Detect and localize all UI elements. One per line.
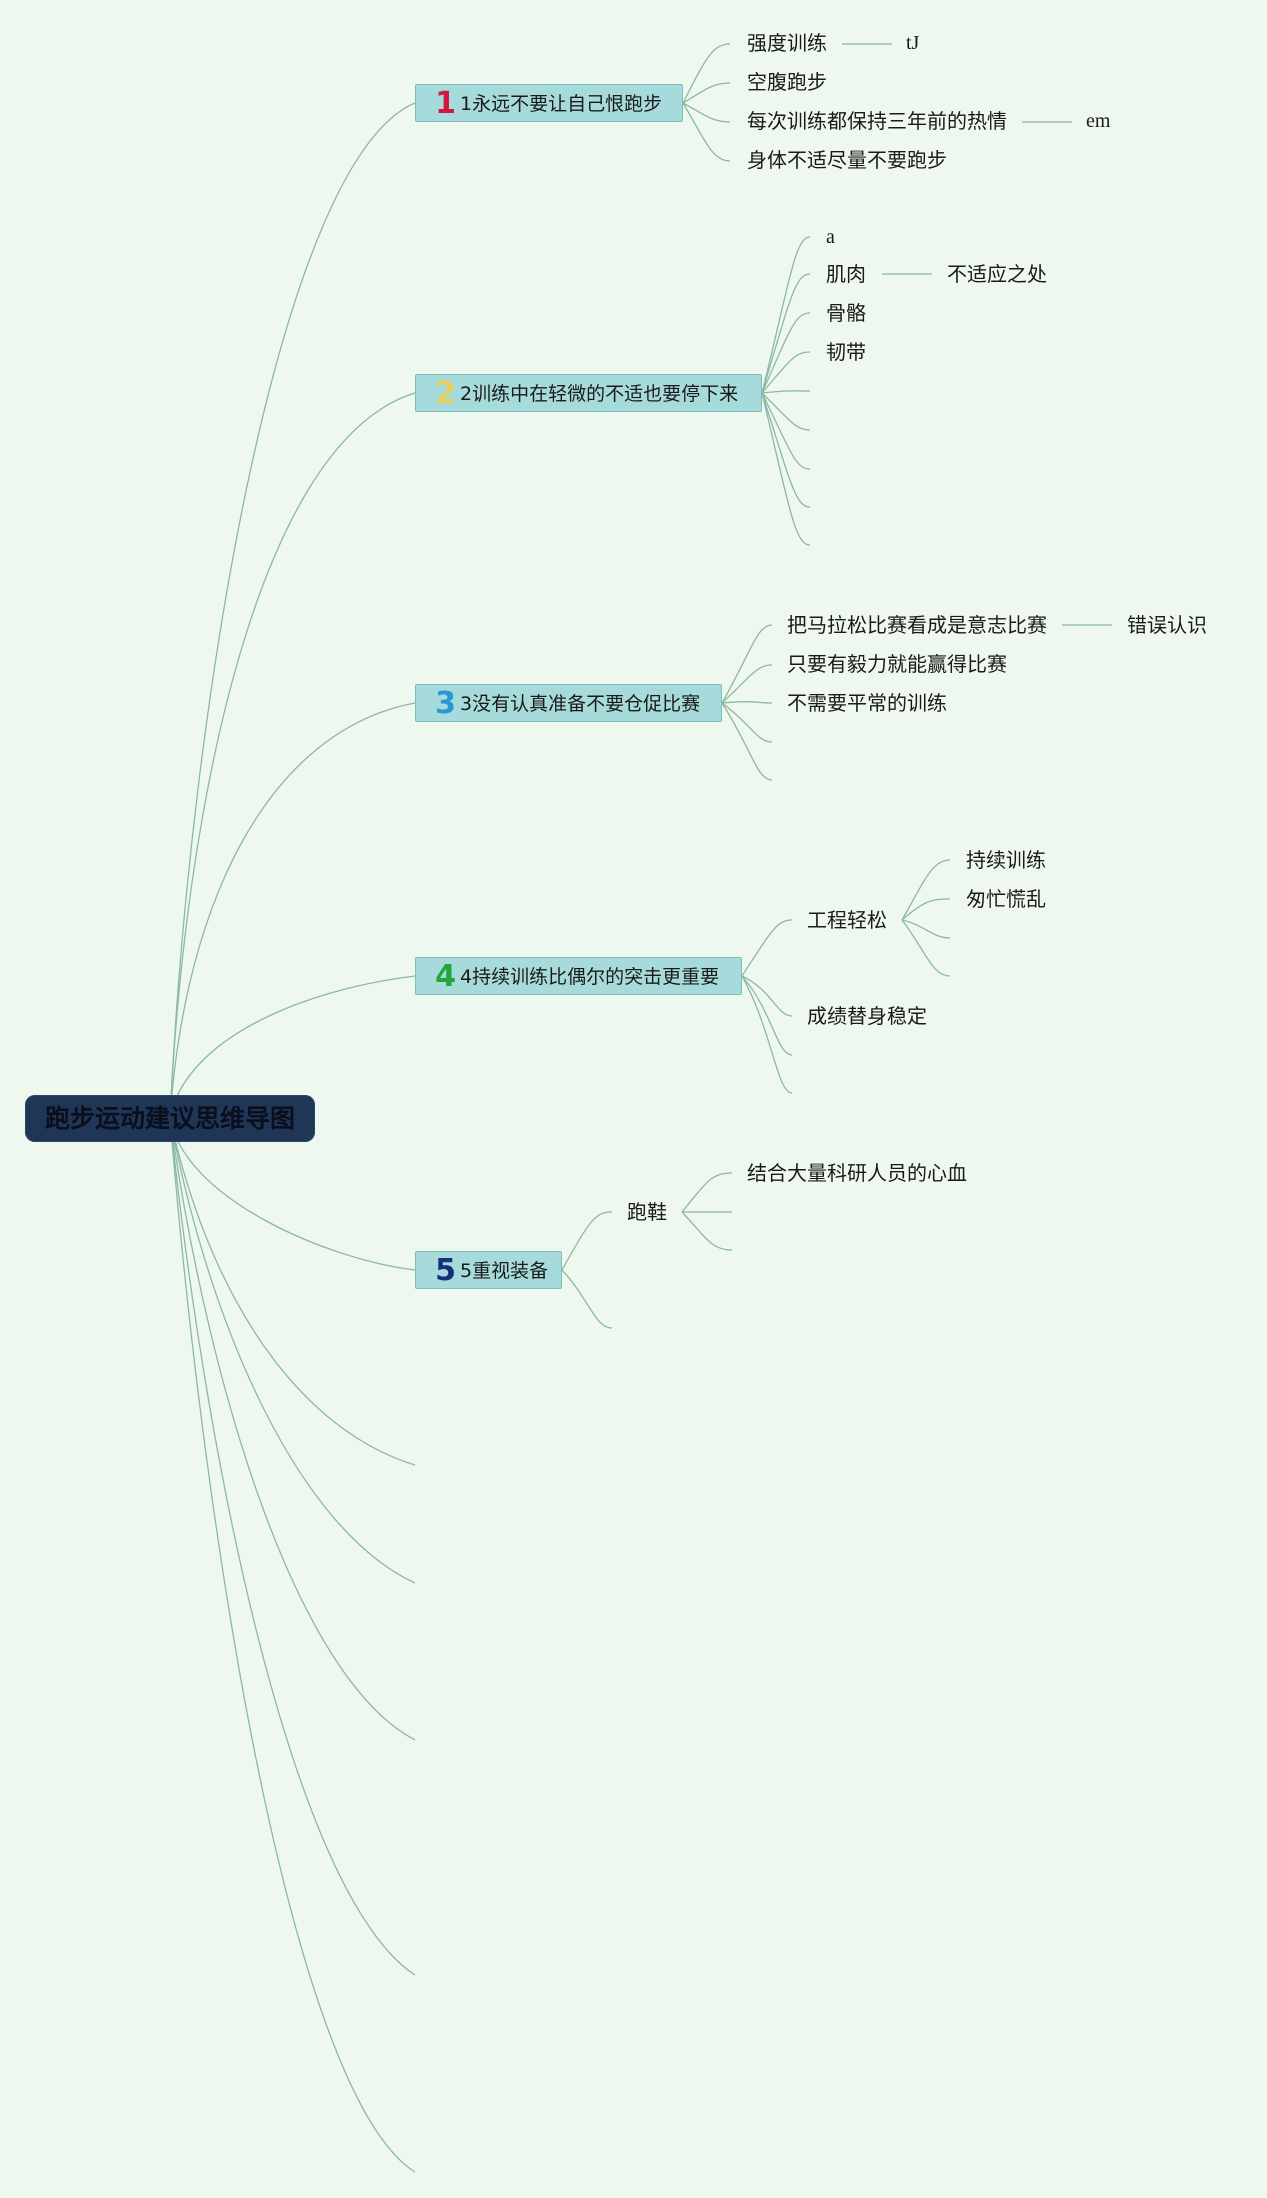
topic-label-3: 3没有认真准备不要仓促比赛 xyxy=(460,693,701,715)
topic-label-4: 4持续训练比偶尔的突击更重要 xyxy=(460,966,720,988)
topic-number-5: 5 xyxy=(435,1253,456,1288)
topic-5-child-1-sub-1[interactable]: 结合大量科研人员的心血 xyxy=(747,1161,967,1185)
topic-1-child-2[interactable]: 空腹跑步 xyxy=(747,70,827,94)
topic-number-3: 3 xyxy=(435,686,456,721)
topic-1-child-3[interactable]: 每次训练都保持三年前的热情 xyxy=(747,109,1007,133)
topic-number-4: 4 xyxy=(435,959,456,994)
topic-5-child-1[interactable]: 跑鞋 xyxy=(627,1200,667,1224)
topic-1-child-1-sub[interactable]: tJ xyxy=(906,32,920,54)
topic-label-1: 1永远不要让自己恨跑步 xyxy=(460,93,663,115)
topic-1-child-3-sub[interactable]: em xyxy=(1086,110,1111,132)
topic-label-2: 2训练中在轻微的不适也要停下来 xyxy=(460,383,739,405)
topic-4-child-1-sub-1[interactable]: 持续训练 xyxy=(966,848,1046,872)
topic-2-child-3[interactable]: 骨骼 xyxy=(826,301,866,325)
topic-number-1: 1 xyxy=(435,86,456,121)
topic-1-child-4[interactable]: 身体不适尽量不要跑步 xyxy=(747,148,947,172)
root-title: 跑步运动建议思维导图 xyxy=(44,1104,295,1133)
topic-4-child-1-sub-2[interactable]: 匆忙慌乱 xyxy=(966,887,1046,911)
topic-2-child-4[interactable]: 韧带 xyxy=(826,340,866,364)
topic-3-child-2[interactable]: 只要有毅力就能赢得比赛 xyxy=(787,652,1007,676)
topic-4-child-2[interactable]: 成绩替身稳定 xyxy=(807,1004,927,1028)
topic-number-2: 2 xyxy=(435,376,456,411)
topic-3-child-1-sub[interactable]: 错误认识 xyxy=(1127,613,1207,637)
topic-2-child-2[interactable]: 肌肉 xyxy=(826,262,866,286)
topic-4-child-1[interactable]: 工程轻松 xyxy=(807,908,887,932)
topic-3-child-1[interactable]: 把马拉松比赛看成是意志比赛 xyxy=(787,613,1047,637)
topic-1-child-1[interactable]: 强度训练 xyxy=(747,31,827,55)
topic-3-child-3[interactable]: 不需要平常的训练 xyxy=(787,691,947,715)
topic-label-5: 5重视装备 xyxy=(460,1260,549,1282)
topic-2-child-2-sub[interactable]: 不适应之处 xyxy=(947,262,1047,286)
topic-2-child-1[interactable]: a xyxy=(826,226,835,248)
root-node[interactable]: 跑步运动建议思维导图 xyxy=(25,1095,315,1142)
